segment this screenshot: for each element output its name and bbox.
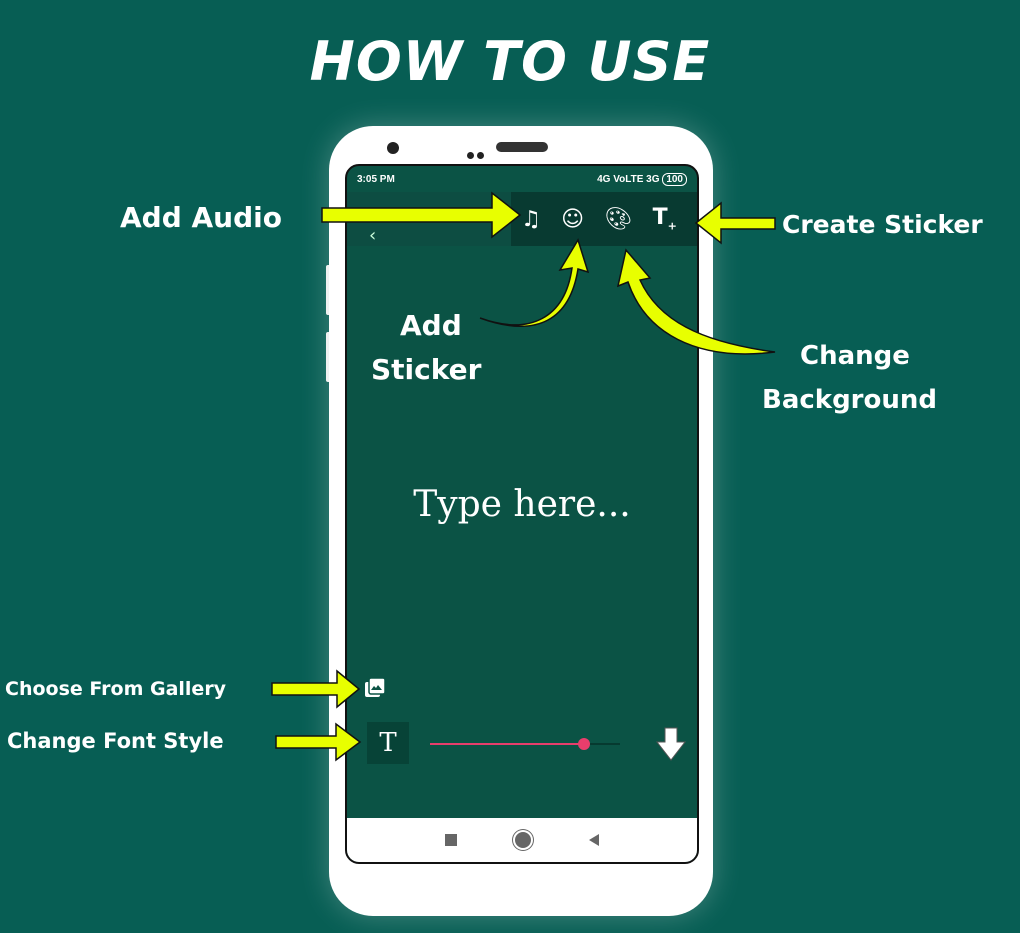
label-change-bg-2: Background	[762, 385, 937, 415]
arrow-add-sticker	[479, 238, 590, 327]
toolbar-actions: ♫ ☺ 🎨︎ T+	[511, 192, 697, 246]
arrow-font-style	[275, 722, 362, 762]
label-change-bg-1: Change	[800, 341, 910, 371]
label-add-sticker-1: Add	[400, 309, 462, 342]
arrow-create-sticker	[694, 201, 776, 245]
music-note-icon[interactable]: ♫	[521, 206, 541, 232]
status-time: 3:05 PM	[357, 173, 395, 185]
label-add-audio: Add Audio	[120, 201, 282, 234]
palette-icon[interactable]: 🎨︎	[604, 206, 633, 232]
gallery-icon[interactable]	[363, 676, 387, 700]
back-arrow-icon[interactable]: ‹	[369, 225, 377, 246]
label-add-sticker-2: Sticker	[371, 353, 482, 386]
sensors	[467, 144, 487, 159]
text-input[interactable]: Type here...	[413, 484, 631, 525]
recents-icon[interactable]	[445, 834, 457, 846]
size-slider[interactable]	[430, 738, 620, 750]
arrow-add-audio	[321, 191, 522, 239]
camera	[387, 142, 399, 154]
arrow-change-background	[616, 248, 776, 355]
text-plus-icon[interactable]: T+	[652, 205, 677, 233]
slider-thumb[interactable]	[577, 738, 590, 750]
speaker	[496, 142, 548, 152]
slider-fill	[430, 743, 584, 745]
font-style-button[interactable]: T	[367, 722, 409, 764]
label-change-font: Change Font Style	[7, 729, 224, 753]
label-create-sticker: Create Sticker	[782, 210, 983, 239]
toolbar: ‹ ♫ ☺ 🎨︎ T+	[347, 192, 697, 246]
home-icon[interactable]	[515, 832, 531, 848]
power-button	[326, 332, 331, 382]
battery: 100	[662, 172, 687, 186]
smiley-icon[interactable]: ☺	[561, 206, 585, 232]
back-icon[interactable]	[589, 834, 599, 846]
status-bar: 3:05 PM 4G VoLTE 3G 100	[347, 166, 697, 192]
label-choose-gallery: Choose From Gallery	[5, 678, 227, 700]
download-icon[interactable]	[655, 726, 687, 762]
phone-screen: 3:05 PM 4G VoLTE 3G 100 ‹ ♫ ☺ 🎨︎ T+ Type…	[345, 164, 699, 864]
status-icons: 4G VoLTE 3G 100	[597, 172, 687, 186]
volume-button	[326, 265, 331, 315]
nav-bar	[347, 818, 697, 862]
page-title: HOW TO USE	[309, 30, 711, 93]
arrow-gallery	[271, 669, 361, 709]
